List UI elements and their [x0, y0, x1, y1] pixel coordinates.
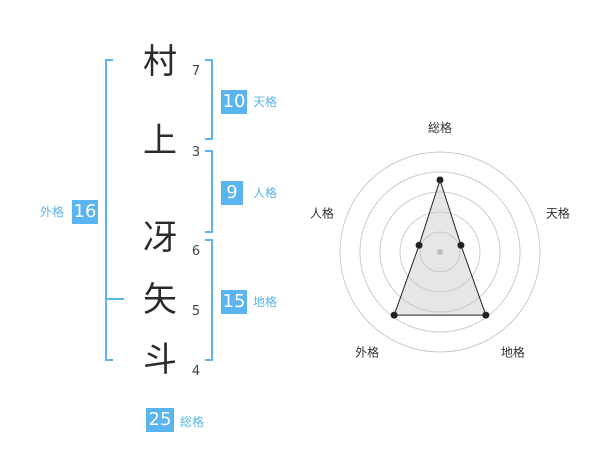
radar-ring-5	[339, 151, 541, 353]
jinkaku-bracket	[205, 150, 213, 233]
radar-axis-label-2: 天格	[546, 206, 570, 221]
radar-axis-label-3: 地格	[501, 344, 525, 359]
radar-center-dot	[437, 249, 443, 255]
gaikaku-label: 外格	[40, 205, 65, 219]
radar-ring-2	[399, 211, 481, 293]
radar-axis-label-1: 総格	[428, 120, 452, 135]
gaikaku-divider	[105, 298, 124, 300]
chikaku-bracket	[205, 239, 213, 361]
soukaku-value: 25	[146, 408, 174, 432]
radar-point-5	[415, 241, 423, 249]
gaikaku-value: 16	[72, 200, 98, 224]
radar-ring-1	[419, 231, 461, 273]
radar-axis-label-4: 外格	[355, 344, 379, 359]
tenkaku-label: 天格	[253, 95, 278, 109]
stroke-count-3: 6	[191, 244, 201, 259]
radar-point-3	[482, 311, 490, 319]
radar-point-1	[436, 176, 444, 184]
radar-ring-4	[359, 171, 521, 333]
chikaku-value: 15	[221, 290, 247, 314]
stroke-count-4: 5	[191, 304, 201, 319]
stroke-count-2: 3	[191, 145, 201, 160]
radar-point-2	[457, 241, 465, 249]
radar-ring-3	[379, 191, 501, 313]
tenkaku-bracket	[205, 59, 213, 140]
chikaku-label: 地格	[253, 295, 278, 309]
stroke-count-1: 7	[191, 64, 201, 79]
tenkaku-value: 10	[221, 90, 247, 114]
name-char-3: 冴	[143, 218, 177, 258]
name-char-5: 斗	[143, 340, 177, 380]
jinkaku-value: 9	[221, 181, 243, 205]
soukaku-label: 総格	[180, 415, 205, 429]
stroke-count-5: 4	[191, 364, 201, 379]
jinkaku-label: 人格	[253, 186, 278, 200]
radar-axis-label-5: 人格	[310, 206, 334, 221]
name-char-4: 矢	[143, 280, 177, 320]
name-char-2: 上	[143, 121, 177, 161]
gaikaku-bracket	[105, 59, 113, 361]
radar-data-polygon	[393, 178, 487, 316]
radar-point-4	[390, 311, 398, 319]
name-char-1: 村	[143, 42, 177, 82]
